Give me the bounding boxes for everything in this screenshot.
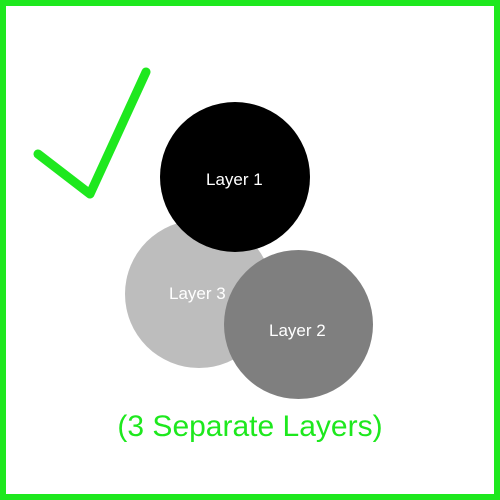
layer-1-label: Layer 1 bbox=[206, 170, 263, 189]
layer-3-label: Layer 3 bbox=[169, 284, 226, 303]
checkmark-icon bbox=[33, 67, 151, 199]
layer-2-circle: Layer 2 bbox=[224, 250, 373, 399]
caption-text: (3 Separate Layers) bbox=[117, 410, 383, 443]
layer-1-circle: Layer 1 bbox=[160, 102, 310, 252]
layer-2-label: Layer 2 bbox=[269, 321, 326, 340]
